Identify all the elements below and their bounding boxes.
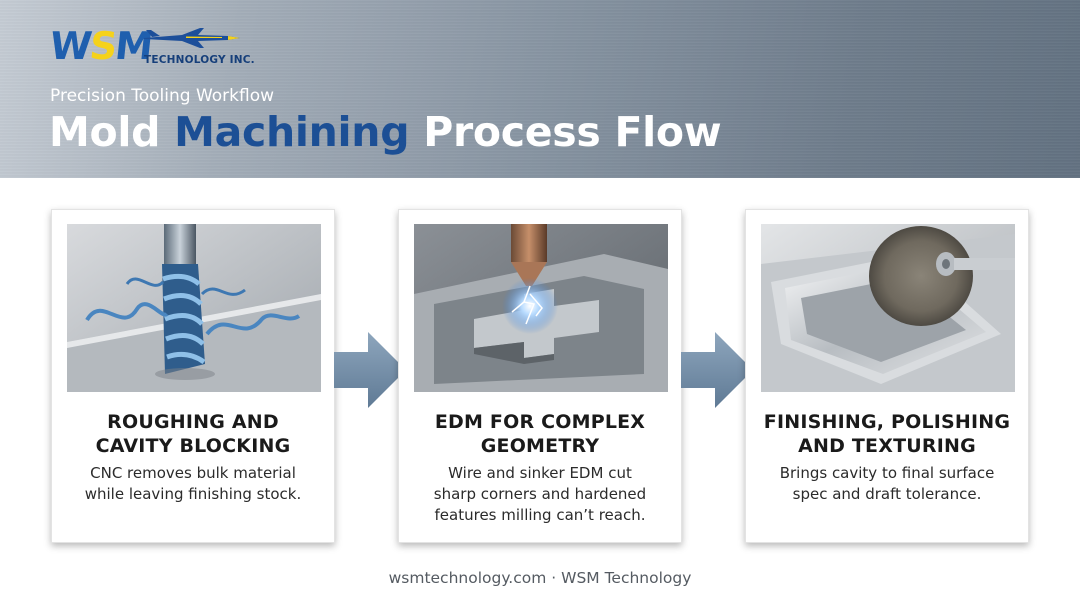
title-part1: Mold [49, 108, 175, 156]
logo-subtext: TECHNOLOGY INC. [144, 54, 255, 66]
step-description: Wire and sinker EDM cut sharp corners and… [407, 463, 673, 526]
step-desc-line-1: Wire and sinker EDM cut [448, 464, 632, 482]
header-banner: WSM TECHNOLOGY INC. Precision Tooling Wo… [0, 0, 1080, 178]
step-desc-line-3: features milling can’t reach. [434, 506, 646, 524]
jet-icon [144, 28, 240, 48]
step-title-line-1: FINISHING, POLISHING [763, 411, 1011, 433]
page-title: Mold Machining Process Flow [49, 108, 722, 156]
title-part2: Process Flow [409, 108, 722, 156]
logo-wordmark: WSM [47, 24, 154, 68]
company-logo[interactable]: WSM TECHNOLOGY INC. [47, 24, 255, 72]
step-title-line-2: AND TEXTURING [798, 435, 976, 457]
end-mill-roughing-photo [67, 224, 321, 392]
step-desc-line-2: while leaving finishing stock. [84, 485, 302, 503]
logo-letters: WSM [47, 24, 154, 68]
step-desc-line-1: Brings cavity to final surface [779, 464, 995, 482]
step-desc-line-2: sharp corners and hardened [433, 485, 647, 503]
footer-credit[interactable]: wsmtechnology.com · WSM Technology [388, 569, 692, 587]
step-title-line-2: GEOMETRY [480, 435, 600, 457]
step-description: Brings cavity to final surface spec and d… [754, 463, 1020, 505]
page-subtitle: Precision Tooling Workflow [50, 86, 275, 106]
step-desc-line-2: spec and draft tolerance. [792, 485, 982, 503]
step-desc-line-1: CNC removes bulk material [90, 464, 296, 482]
title-accent: Machining [174, 108, 410, 156]
arrow-right-icon [681, 332, 753, 408]
arrow-right-icon [334, 332, 406, 408]
edm-spark-photo [414, 224, 668, 392]
step-title-line-2: CAVITY BLOCKING [95, 435, 291, 457]
step-title-line-1: ROUGHING AND [107, 411, 279, 433]
step-title-line-1: EDM FOR COMPLEX [434, 411, 646, 433]
polishing-wheel-photo [761, 224, 1015, 392]
step-description: CNC removes bulk material while leaving f… [60, 463, 326, 505]
